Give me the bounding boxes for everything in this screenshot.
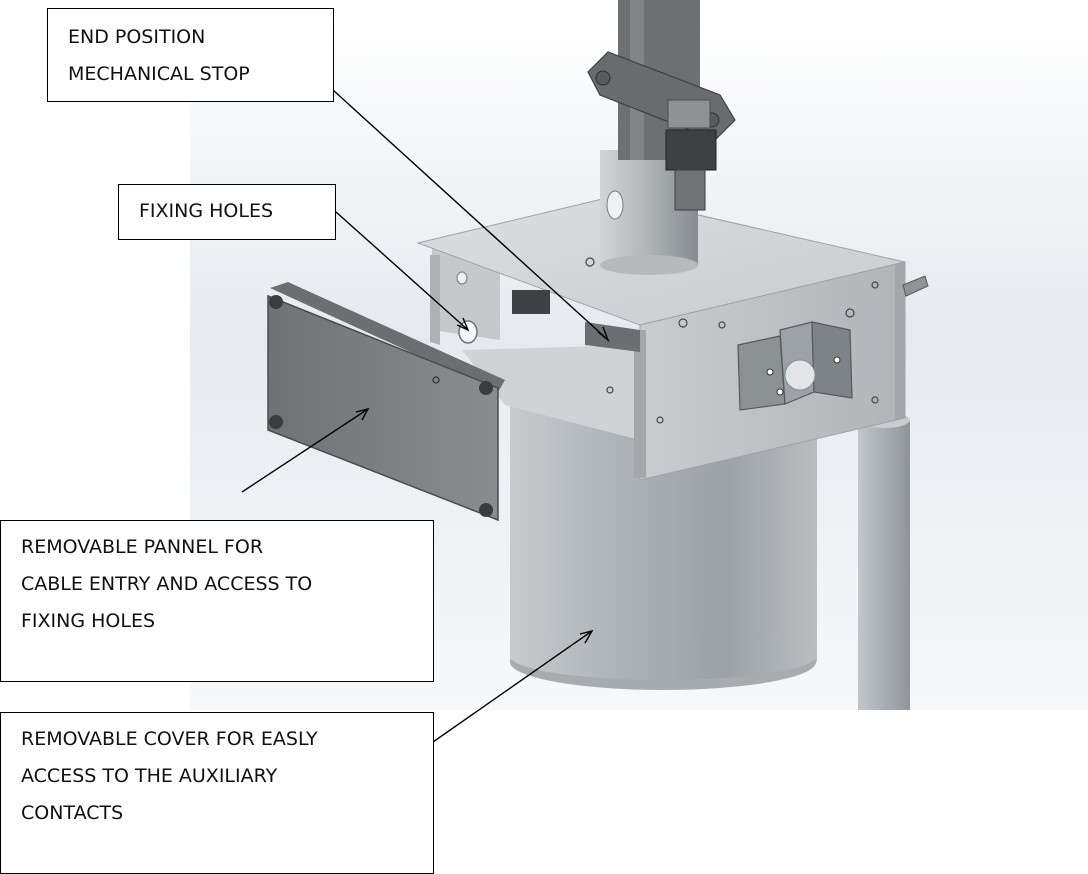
callout-fixing-holes-line-1: FIXING HOLES xyxy=(139,200,274,222)
callout-end-stop-line-1: END POSITION xyxy=(68,26,206,48)
callout-cover-line-2: ACCESS TO THE AUXILIARY xyxy=(21,765,278,787)
u-bracket xyxy=(737,321,853,411)
support-post xyxy=(858,412,910,710)
callout-removable-panel: REMOVABLE PANNEL FOR CABLE ENTRY AND ACC… xyxy=(0,520,434,682)
callout-panel-line-1: REMOVABLE PANNEL FOR xyxy=(21,536,264,558)
callout-panel-line-2: CABLE ENTRY AND ACCESS TO xyxy=(21,573,313,595)
callout-cover-line-1: REMOVABLE COVER FOR EASLY xyxy=(21,728,318,750)
side-fitting xyxy=(902,275,929,297)
leader-lines xyxy=(241,89,610,743)
callout-removable-cover: REMOVABLE COVER FOR EASLY ACCESS TO THE … xyxy=(0,712,434,874)
callout-fixing-holes: FIXING HOLES xyxy=(118,184,336,240)
callout-end-stop: END POSITION MECHANICAL STOP xyxy=(47,8,334,102)
shaft-assembly xyxy=(587,0,736,275)
callout-panel-line-3: FIXING HOLES xyxy=(21,610,156,632)
callout-cover-line-3: CONTACTS xyxy=(21,802,124,824)
callout-end-stop-line-2: MECHANICAL STOP xyxy=(68,63,250,85)
removable-panel xyxy=(267,282,505,522)
